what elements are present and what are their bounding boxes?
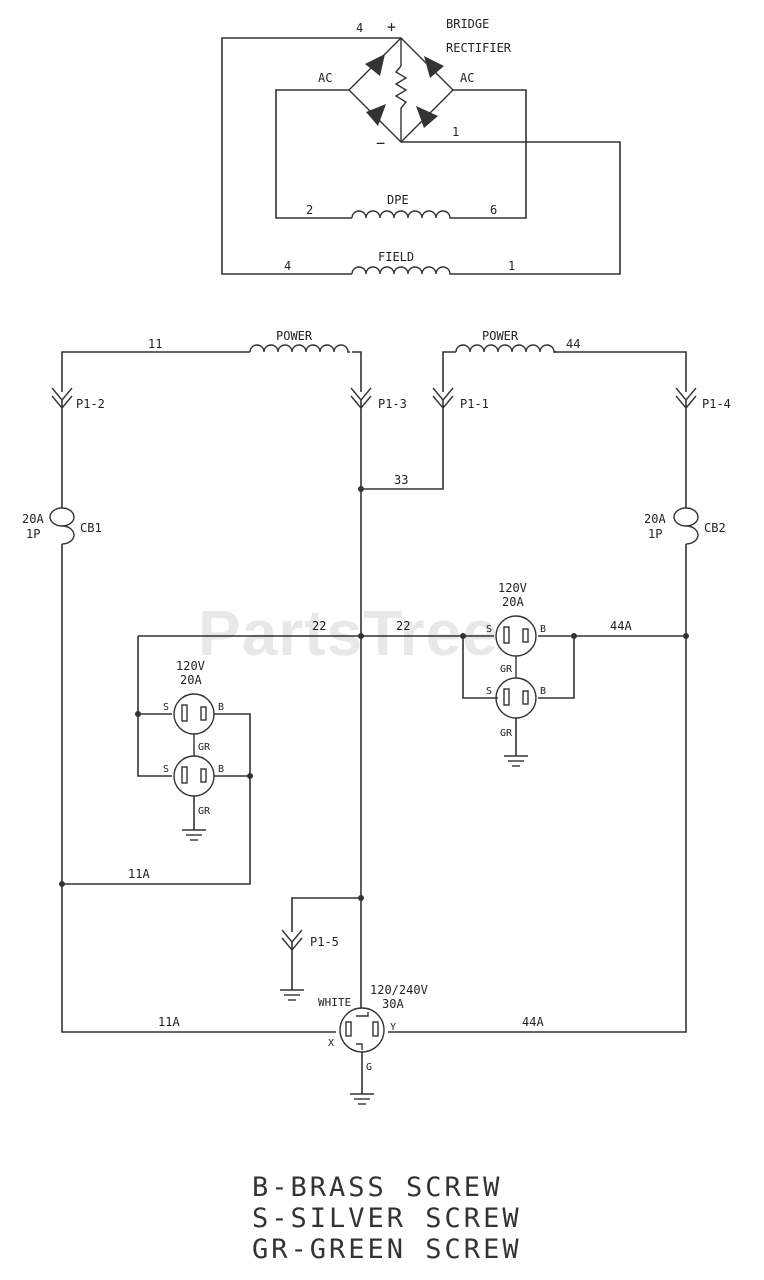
main-wiring: [61, 351, 687, 1033]
wire-11a-bottom: 11A: [158, 1015, 180, 1029]
bridge-label-2: RECTIFIER: [446, 41, 512, 55]
wire-33: 33: [394, 473, 408, 487]
cb1-pole: 1P: [26, 527, 40, 541]
rec-right-volts: 120V: [498, 581, 527, 595]
rec-left-gr2: GR: [198, 806, 211, 817]
rec-left-gr1: GR: [198, 742, 211, 753]
rec-left-b1: B: [218, 702, 224, 713]
rectifier-wiring: [221, 37, 621, 275]
connector-p1-4: [675, 387, 697, 410]
junction-dots: [59, 486, 689, 901]
wire-1-top: 1: [452, 125, 459, 139]
legend-brass: B-BRASS SCREW: [252, 1172, 503, 1203]
wire-2: 2: [306, 203, 313, 217]
rec-right-gr1: GR: [500, 664, 513, 675]
receptacle-240v: [339, 1007, 385, 1105]
watermark-text: PartsTree: [198, 597, 499, 669]
receptacle-120v-left: [173, 693, 215, 841]
cb2-pole: 1P: [648, 527, 662, 541]
bridge-rectifier: [348, 37, 454, 143]
wire-4-field: 4: [284, 259, 291, 273]
power-coil-left: [249, 344, 350, 353]
pin-p1-1: P1-1: [460, 397, 489, 411]
legend-silver: S-SILVER SCREW: [252, 1203, 522, 1234]
field-coil: [351, 266, 452, 275]
rec-240-y: Y: [390, 1022, 396, 1033]
wire-44: 44: [566, 337, 580, 351]
rec-left-b2: B: [218, 764, 224, 775]
rec-240-white: WHITE: [318, 996, 351, 1009]
wire-44a-top: 44A: [610, 619, 632, 633]
dpe-label: DPE: [387, 193, 409, 207]
pin-p1-4: P1-4: [702, 397, 731, 411]
wire-22-right: 22: [396, 619, 410, 633]
receptacle-120v-right: [495, 615, 537, 767]
wire-4-top: 4: [356, 21, 363, 35]
screw-legend: B-BRASS SCREW S-SILVER SCREW GR-GREEN SC…: [252, 1172, 522, 1265]
pin-p1-3: P1-3: [378, 397, 407, 411]
pin-p1-2: P1-2: [76, 397, 105, 411]
connector-p1-5: [281, 929, 303, 952]
field-label: FIELD: [378, 250, 414, 264]
partstree-watermark: PartsTree™: [198, 596, 510, 670]
cb2-rating: 20A: [644, 512, 666, 526]
rec-right-s1: S: [486, 624, 492, 635]
rec-240-x: X: [328, 1038, 334, 1049]
rec-240-g: G: [366, 1062, 372, 1073]
rec-right-b2: B: [540, 686, 546, 697]
power-label-right: POWER: [482, 329, 519, 343]
wire-6: 6: [490, 203, 497, 217]
breaker-cb1: [49, 507, 75, 545]
rec-right-gr2: GR: [500, 728, 513, 739]
bridge-plus: +: [387, 18, 396, 36]
bridge-label-1: BRIDGE: [446, 17, 489, 31]
ac-left: AC: [318, 71, 332, 85]
wire-11: 11: [148, 337, 162, 351]
cb1-label: CB1: [80, 521, 102, 535]
rec-right-amps: 20A: [502, 595, 524, 609]
wire-1-field: 1: [508, 259, 515, 273]
rec-left-volts: 120V: [176, 659, 205, 673]
connector-p1-2: [51, 387, 73, 410]
cb2-label: CB2: [704, 521, 726, 535]
connector-p1-3: [350, 387, 372, 410]
rec-left-s1: S: [163, 702, 169, 713]
rec-240-volts: 120/240V: [370, 983, 428, 997]
breaker-cb2: [673, 507, 699, 545]
rec-right-b1: B: [540, 624, 546, 635]
cb1-rating: 20A: [22, 512, 44, 526]
rec-right-s2: S: [486, 686, 492, 697]
bridge-minus: −: [376, 134, 385, 152]
rec-240-amps: 30A: [382, 997, 404, 1011]
pin-p1-5: P1-5: [310, 935, 339, 949]
wire-22-left: 22: [312, 619, 326, 633]
legend-green: GR-GREEN SCREW: [252, 1234, 522, 1265]
watermark-tm: ™: [498, 596, 510, 607]
connector-p1-1: [432, 387, 454, 410]
wire-11a-mid: 11A: [128, 867, 150, 881]
ac-right: AC: [460, 71, 474, 85]
dpe-coil: [351, 210, 452, 219]
power-label-left: POWER: [276, 329, 313, 343]
rec-left-amps: 20A: [180, 673, 202, 687]
rec-left-s2: S: [163, 764, 169, 775]
power-coil-right: [455, 344, 556, 353]
wire-44a-bottom: 44A: [522, 1015, 544, 1029]
ground-p1-5: [280, 989, 304, 1001]
